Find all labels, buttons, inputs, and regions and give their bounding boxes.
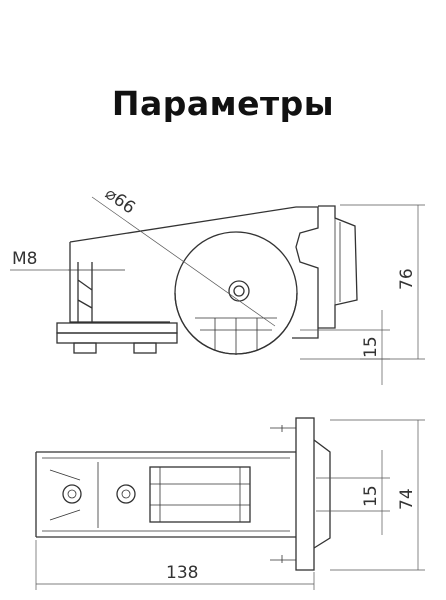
wheel-offset-label: 15	[361, 336, 381, 358]
thread-size-label: M8	[12, 249, 37, 269]
page-title: Параметры	[111, 84, 335, 123]
length-dimension-label: 138	[166, 563, 198, 583]
side-view: ⌀66 M8 76 15	[10, 184, 425, 385]
wheel-diameter-label: ⌀66	[101, 184, 139, 219]
width-dimension-label: 74	[397, 488, 417, 510]
height-dimension-label: 76	[397, 268, 417, 290]
inner-offset-label: 15	[361, 485, 381, 507]
bottom-view: 74 15 138	[35, 417, 425, 590]
